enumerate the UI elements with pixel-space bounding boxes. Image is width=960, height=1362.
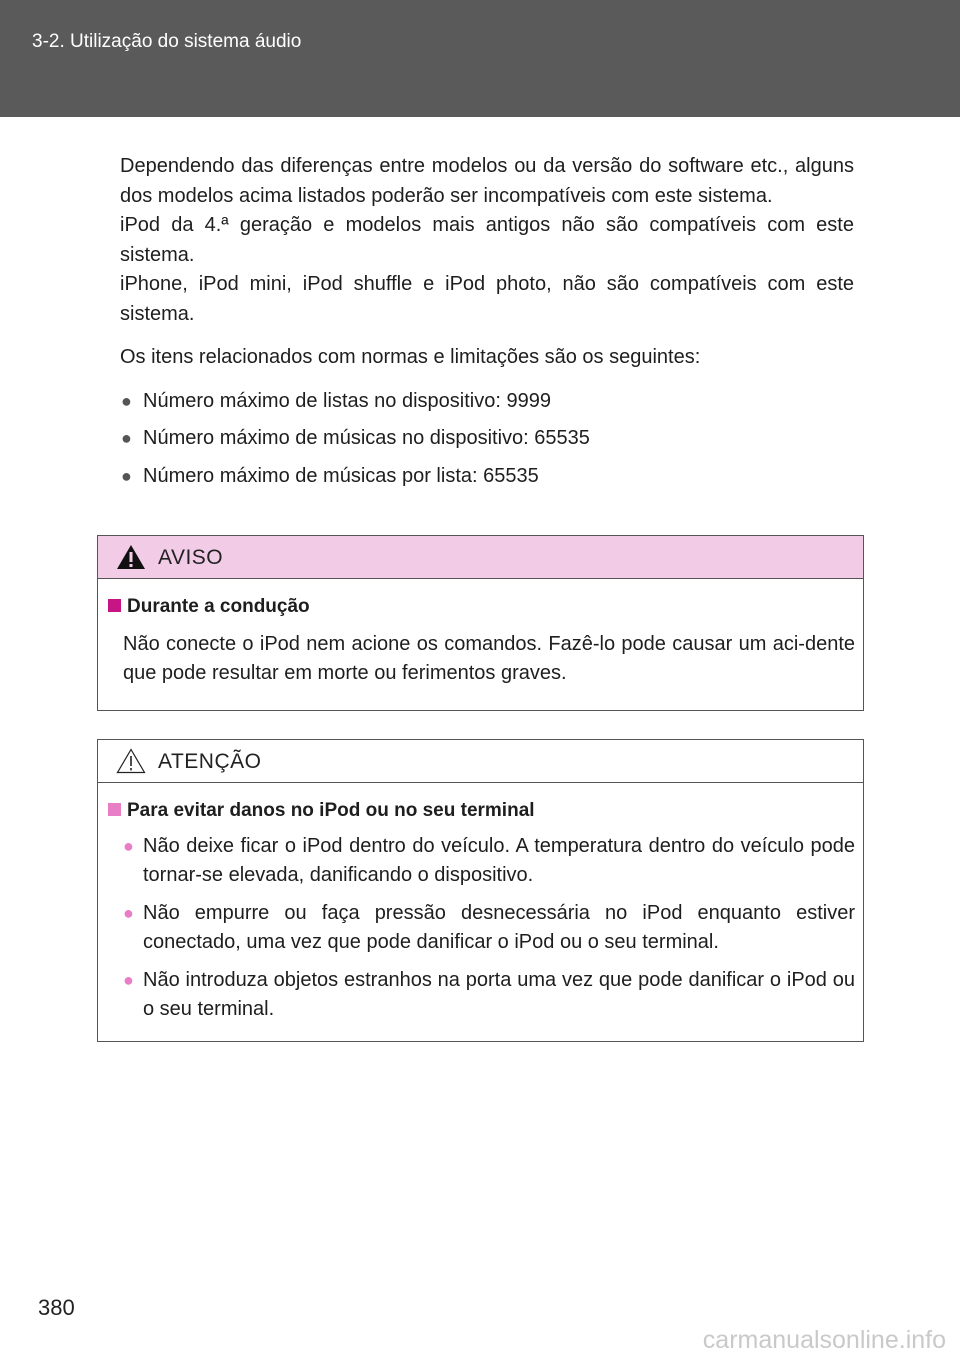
filled-circle-bullet-icon: ● (121, 428, 132, 448)
warning-box-subtitle: Durante a condução (127, 596, 310, 617)
caution-box-header: ATENÇÃO (98, 740, 863, 783)
warning-box-text: Não conecte o iPod nem acione os comando… (123, 632, 855, 685)
paragraph-compatibility: Dependendo das diferenças entre modelos … (120, 155, 854, 207)
caution-box-subtitle-row: Para evitar danos no iPod ou no seu term… (108, 796, 863, 826)
warning-box-title: AVISO (158, 546, 224, 569)
warning-box-subtitle-row: Durante a condução (108, 592, 863, 622)
main-content: Dependendo das diferenças entre modelos … (120, 152, 854, 499)
paragraph-ipod-4th-gen: iPod da 4.ª geração e modelos mais antig… (120, 214, 854, 266)
list-item: ● Número máximo de músicas no dispositiv… (120, 424, 854, 454)
filled-circle-bullet-icon: ● (123, 969, 134, 990)
list-item-text: Não introduza objetos estranhos na porta… (143, 968, 855, 1021)
list-item: ● Não empurre ou faça pressão desnecessá… (123, 899, 855, 958)
filled-circle-bullet-icon: ● (121, 465, 132, 486)
filled-square-icon (108, 599, 121, 612)
filled-circle-bullet-icon: ● (123, 902, 134, 923)
section-title: 3-2. Utilização do sistema áudio (32, 31, 302, 52)
list-item-text: Não empurre ou faça pressão desnecessári… (143, 901, 855, 954)
page-header: 3-2. Utilização do sistema áudio (0, 0, 960, 117)
list-item: ● Número máximo de músicas por lista: 65… (120, 462, 854, 492)
caution-box: ATENÇÃO Para evitar danos no iPod ou no … (97, 739, 864, 1042)
list-item-text: Não deixe ficar o iPod dentro do veículo… (143, 834, 855, 887)
list-item-text: Número máximo de listas no dispositivo: … (143, 389, 551, 412)
warning-box-header: AVISO (98, 536, 863, 579)
filled-circle-bullet-icon: ● (121, 390, 132, 411)
list-item: ● Não deixe ficar o iPod dentro do veícu… (123, 832, 855, 891)
warning-box: AVISO Durante a condução Não conecte o i… (97, 535, 864, 711)
paragraph-iphone-incompatible: iPhone, iPod mini, iPod shuffle e iPod p… (120, 273, 854, 325)
caution-box-body: Para evitar danos no iPod ou no seu term… (98, 796, 863, 1033)
list-item-text: Número máximo de músicas no dispositivo:… (143, 427, 590, 449)
watermark: carmanualsonline.info (702, 1326, 946, 1354)
warning-triangle-outline-icon (116, 748, 146, 774)
page-number: 380 (38, 1295, 75, 1320)
paragraph-limits-intro: Os itens relacionados com normas e limit… (120, 346, 701, 368)
warning-box-body: Durante a condução Não conecte o iPod ne… (98, 592, 863, 689)
list-item: ● Número máximo de listas no dispositivo… (120, 387, 854, 417)
caution-box-title: ATENÇÃO (158, 750, 262, 773)
filled-square-icon (108, 803, 121, 816)
caution-box-subtitle: Para evitar danos no iPod ou no seu term… (127, 800, 535, 821)
filled-circle-bullet-icon: ● (123, 835, 134, 856)
list-item: ● Não introduza objetos estranhos na por… (123, 966, 855, 1025)
list-item-text: Número máximo de músicas por lista: 6553… (143, 464, 539, 487)
warning-triangle-filled-icon (117, 545, 145, 569)
